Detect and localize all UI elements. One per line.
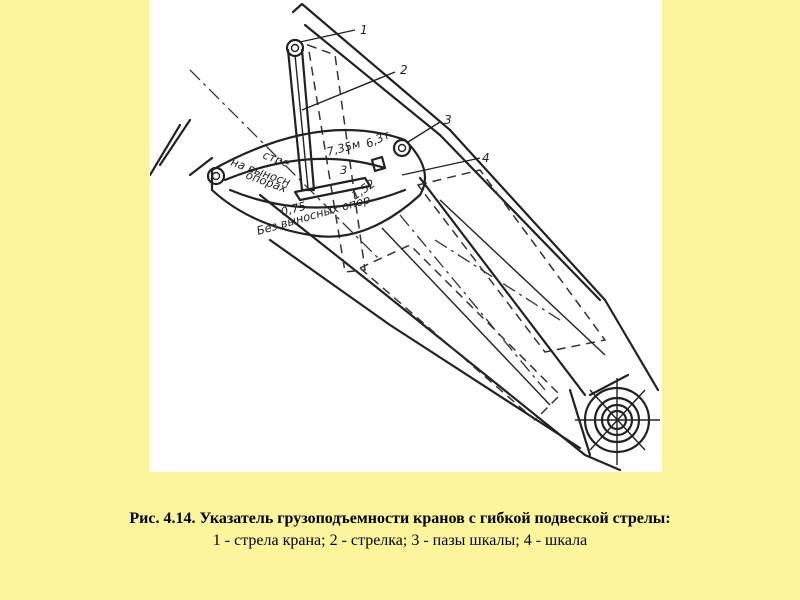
scale-plate — [210, 128, 427, 238]
caption-title: Рис. 4.14. Указатель грузоподъемности кр… — [129, 510, 671, 527]
callout-3: 3 — [444, 113, 452, 127]
leader-lines — [299, 29, 481, 176]
load-indicator-diagram: 1 2 3 4 стре на выносн опорах 7,35м 6,3т… — [150, 2, 660, 472]
scale-slot-upper — [370, 155, 387, 173]
crane-boom — [150, 2, 660, 472]
boom-hinge — [575, 378, 660, 465]
figure-caption: Рис. 4.14. Указатель грузоподъемности кр… — [40, 508, 760, 552]
scale-slot — [293, 176, 372, 202]
indicator-pointer — [286, 48, 316, 192]
hidden-lines — [189, 43, 607, 422]
scale-text-3: 3 — [340, 163, 347, 177]
scale-text-reach: 7,35м — [325, 136, 362, 158]
callout-4: 4 — [482, 151, 490, 165]
figure-panel: 1 2 3 4 стре на выносн опорах 7,35м 6,3т… — [150, 0, 662, 472]
callout-2: 2 — [400, 63, 408, 77]
scale-text-075: 0,75 — [279, 199, 307, 219]
caption-legend: 1 - стрела крана; 2 - стрелка; 3 - пазы … — [212, 532, 588, 549]
scale-text-without-outriggers: Без выносных опор — [255, 192, 372, 238]
callout-1: 1 — [360, 23, 368, 37]
